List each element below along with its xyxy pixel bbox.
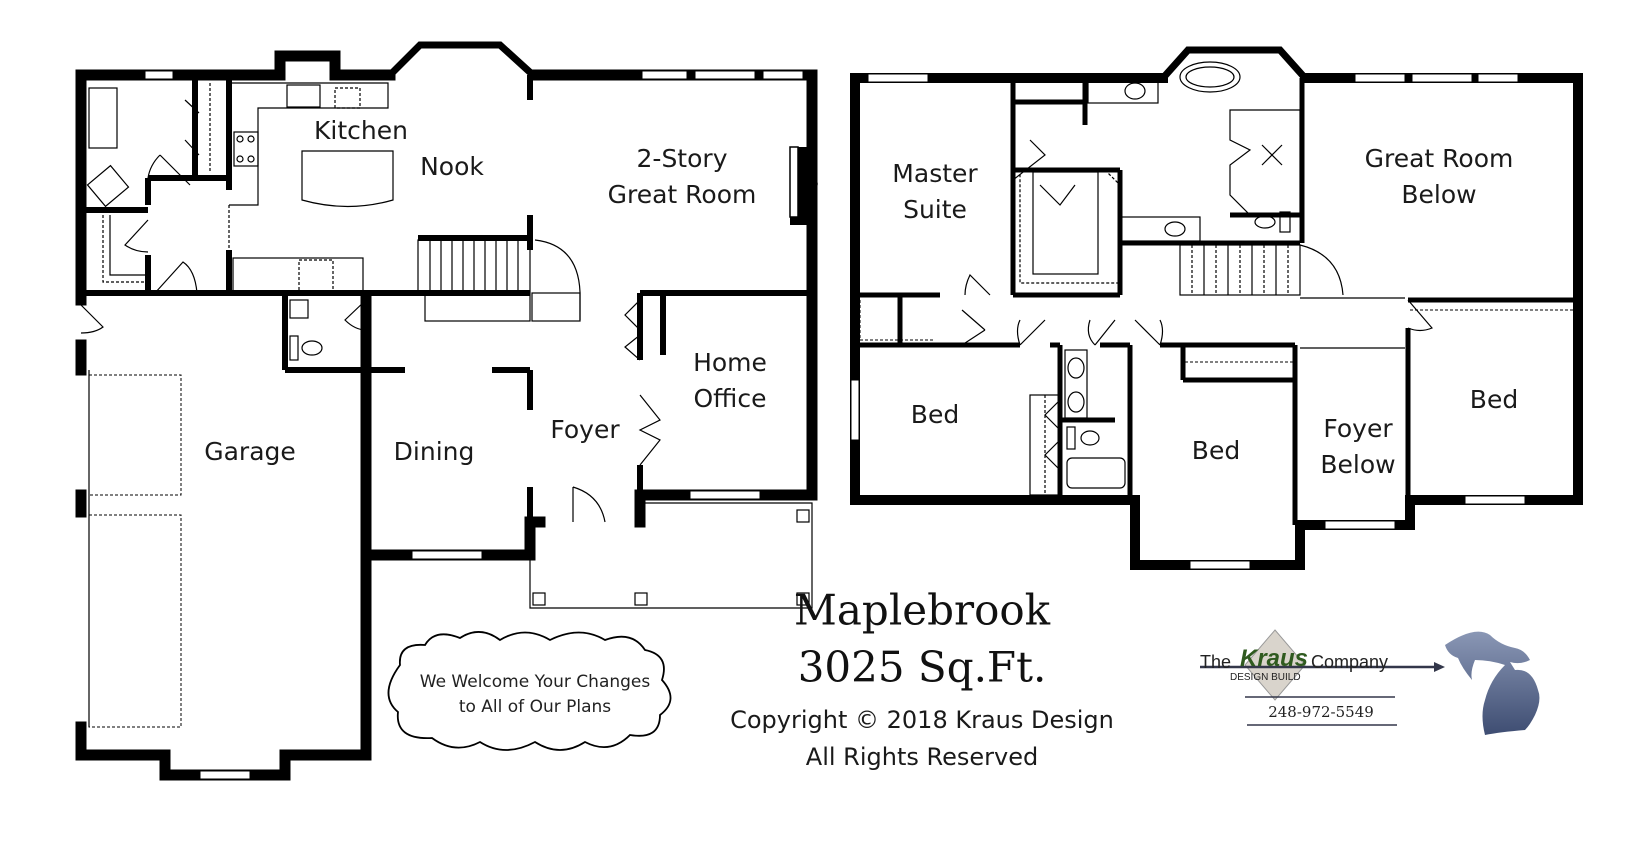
logo-phone: 248-972-5549 bbox=[1268, 703, 1374, 721]
copyright-text: Copyright © 2018 Kraus Design bbox=[730, 706, 1114, 734]
logo-company: Company bbox=[1311, 652, 1389, 672]
room-label-bed-2: Bed bbox=[1191, 436, 1241, 465]
cloud-note-text: We Welcome Your Changes to All of Our Pl… bbox=[419, 672, 651, 717]
first-floor-plan bbox=[75, 41, 818, 781]
room-label-bed-3: Bed bbox=[1469, 385, 1519, 414]
logo-brand: Kraus bbox=[1240, 645, 1309, 672]
second-floor-plan bbox=[850, 46, 1583, 570]
rights-text: All Rights Reserved bbox=[805, 743, 1039, 771]
logo-graphics bbox=[1200, 629, 1540, 735]
room-label-garage: Garage bbox=[204, 437, 296, 466]
room-label-bed-1: Bed bbox=[910, 400, 960, 429]
logo-the: The bbox=[1200, 652, 1232, 672]
room-label-master-suite: Master Suite bbox=[892, 159, 978, 224]
plan-area: 3025 Sq.Ft. bbox=[797, 642, 1047, 692]
logo-tagline: DESIGN BUILD bbox=[1230, 672, 1301, 683]
room-label-great-room: 2-Story Great Room bbox=[607, 144, 757, 209]
room-label-kitchen: Kitchen bbox=[314, 116, 408, 145]
room-label-foyer: Foyer bbox=[550, 415, 620, 444]
plan-name: Maplebrook bbox=[793, 585, 1051, 635]
room-label-nook: Nook bbox=[420, 152, 484, 181]
room-label-great-room-below: Great Room Below bbox=[1364, 144, 1514, 209]
room-label-foyer-below: Foyer Below bbox=[1320, 414, 1396, 479]
room-label-home-office: Home Office bbox=[693, 348, 767, 413]
cloud-note-shape bbox=[387, 631, 672, 751]
michigan-shape-icon bbox=[1445, 631, 1540, 735]
room-label-dining: Dining bbox=[393, 437, 475, 466]
